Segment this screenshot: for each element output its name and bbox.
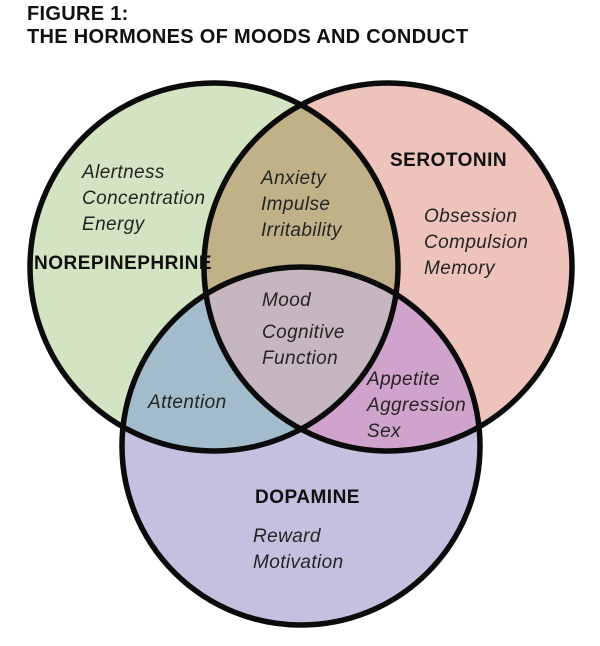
list-item: Irritability [261,220,342,241]
list-item: Sex [367,421,401,442]
norepinephrine-serotonin-items: Anxiety Impulse Irritability [261,166,342,244]
list-item: Aggression [367,395,467,416]
figure-title: FIGURE 1: THE HORMONES OF MOODS AND COND… [27,3,468,49]
dopamine-outline [119,264,483,628]
list-item: Cognitive Function [262,322,345,369]
dopamine-items: Reward Motivation [253,524,344,576]
list-item: Mood [262,290,312,311]
center-items: Mood Cognitive Function [262,288,366,372]
list-item: Impulse [261,194,331,215]
dopamine-label: DOPAMINE [255,487,360,508]
list-item: Attention [148,392,227,413]
norepinephrine-label: NOREPINEPHRINE [34,253,213,274]
list-item: Energy [82,214,145,235]
figure-label: FIGURE 1: [27,3,129,25]
norepinephrine-dopamine-items: Attention [148,390,227,416]
list-item: Reward [253,526,321,547]
serotonin-items: Obsession Compulsion Memory [424,204,528,282]
list-item: Alertness [82,162,165,183]
list-item: Motivation [253,552,344,573]
figure-heading: THE HORMONES OF MOODS AND CONDUCT [27,26,469,48]
list-item: Concentration [82,188,206,209]
norepinephrine-items: Alertness Concentration Energy [82,160,206,238]
serotonin-label: SEROTONIN [390,150,508,171]
serotonin-outline [201,80,575,454]
list-item: Appetite [367,369,440,390]
norepinephrine-outline [27,80,401,454]
serotonin-dopamine-items: Appetite Aggression Sex [367,367,466,445]
list-item: Compulsion [424,232,529,253]
list-item: Obsession [424,206,518,227]
list-item: Anxiety [261,168,327,189]
circle-outlines [27,80,575,628]
list-item: Memory [424,258,496,279]
